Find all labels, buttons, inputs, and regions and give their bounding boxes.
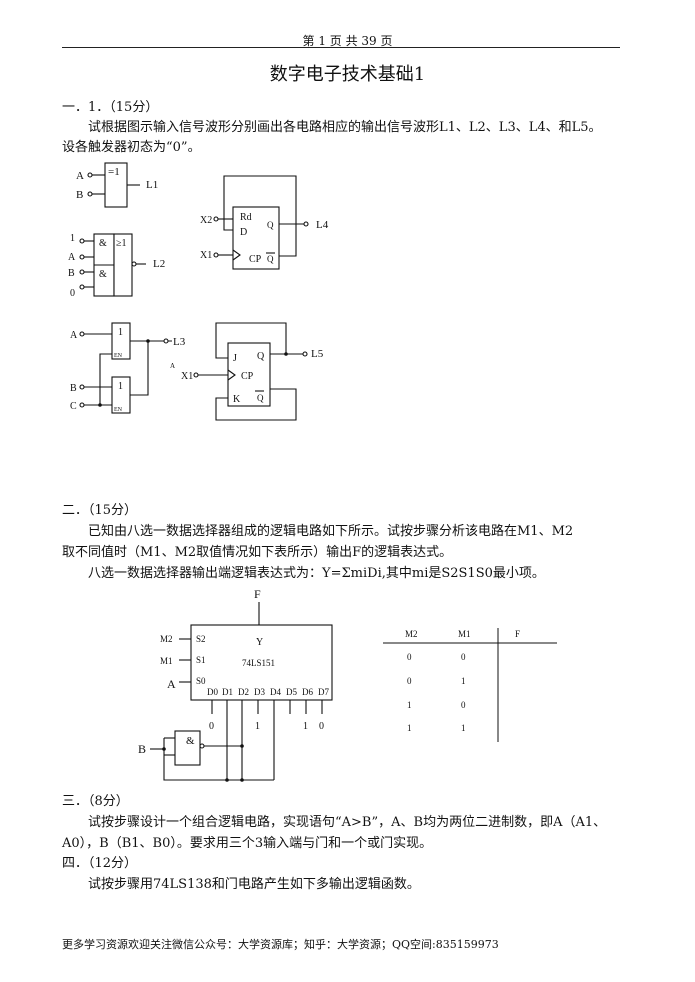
mux-circuit: F Y 74LS151 S2 S1 S0 M2 M1 A D0 D1 D2 D3… xyxy=(138,587,333,782)
svg-text:1: 1 xyxy=(118,327,123,338)
table-header-m2: M2 xyxy=(405,629,418,639)
table-header-m1: M1 xyxy=(458,629,471,639)
svg-text:&: & xyxy=(186,735,195,747)
chip-74ls151 xyxy=(190,624,333,701)
svg-text:J: J xyxy=(233,353,237,364)
q4-heading: 四．（12分） xyxy=(62,856,138,871)
circuit-l3: 1 1 EN EN A B C L3 xyxy=(70,322,186,414)
mux-output-f: F xyxy=(254,587,261,601)
svg-text:0: 0 xyxy=(209,721,214,732)
svg-text:D7: D7 xyxy=(318,687,329,697)
q1-text-line2: 设各触发器初态为“0”。 xyxy=(62,140,201,155)
q2-heading: 二．（15分） xyxy=(62,503,138,518)
q2-text-line1: 已知由八选一数据选择器组成的逻辑电路如下所示。试按步骤分析该电路在M1、M2 xyxy=(88,524,574,539)
svg-text:D6: D6 xyxy=(302,687,313,697)
svg-text:S1: S1 xyxy=(196,655,206,665)
svg-text:EN: EN xyxy=(114,353,123,359)
page-title: 数字电子技术基础1 xyxy=(269,64,426,85)
circuit-l2: & & ≥1 1 A B 0 L2 xyxy=(68,233,165,299)
table-cell: 0 xyxy=(461,652,466,662)
svg-text:1: 1 xyxy=(303,721,308,732)
circuit-l1: =1 A B L1 xyxy=(76,162,158,208)
q1-text-line1: 试根据图示输入信号波形分别画出各电路相应的输出信号波形L1、L2、L3、L4、和… xyxy=(88,120,602,135)
svg-text:D3: D3 xyxy=(254,687,265,697)
svg-text:CP: CP xyxy=(249,254,262,265)
svg-text:D1: D1 xyxy=(222,687,233,697)
svg-text:1: 1 xyxy=(118,381,123,392)
table-cell: 1 xyxy=(407,723,412,733)
c1-input-b: B xyxy=(76,189,83,201)
q1-heading: 一．1．（15分） xyxy=(62,100,159,115)
svg-text:Y: Y xyxy=(256,637,263,648)
svg-text:1: 1 xyxy=(255,721,260,732)
table-cell: 1 xyxy=(407,700,412,710)
q4-text-line1: 试按步骤用74LS138和门电路产生如下多输出逻辑函数。 xyxy=(88,877,420,892)
c5-label-a: A xyxy=(170,362,175,370)
page-footer: 更多学习资源欢迎关注微信公众号：大学资源库；知乎：大学资源；QQ空间:83515… xyxy=(62,938,499,951)
table-cell: 0 xyxy=(407,676,412,686)
svg-text:≥1: ≥1 xyxy=(116,238,127,249)
svg-text:D4: D4 xyxy=(270,687,281,697)
svg-text:Q: Q xyxy=(267,220,274,230)
header-rule xyxy=(62,47,620,48)
page-header: 第 1 页 共 39 页 xyxy=(302,34,393,48)
circuit-l4: Rd D CP Q Q X2 X1 L4 xyxy=(200,175,329,270)
svg-text:K: K xyxy=(233,394,241,405)
svg-text:&: & xyxy=(99,238,107,249)
table-header-f: F xyxy=(515,629,520,639)
c2-output: L2 xyxy=(153,258,165,270)
q2-text-line3: 八选一数据选择器输出端逻辑表达式为：Y=ΣmiDi,其中mi是S2S1S0最小项… xyxy=(88,566,545,581)
svg-text:Q: Q xyxy=(257,393,264,403)
input-a: A xyxy=(167,677,176,691)
svg-text:S0: S0 xyxy=(196,676,206,686)
c2-input-0: 0 xyxy=(70,288,75,299)
c4-output: L4 xyxy=(316,219,329,231)
table-cell: 1 xyxy=(461,676,466,686)
c5-input-x1: X1 xyxy=(181,371,193,382)
input-m1: M1 xyxy=(160,656,173,666)
c3-input-b: B xyxy=(70,383,77,394)
c2-input-1: 1 xyxy=(70,233,75,244)
svg-text:CP: CP xyxy=(241,371,254,382)
c2-input-b: B xyxy=(68,268,75,279)
c3-input-c: C xyxy=(70,401,77,412)
svg-text:S2: S2 xyxy=(196,634,206,644)
nand-gate xyxy=(174,730,201,766)
q3-text-line2: A0），B（B1、B0）。要求用三个3输入端与门和一个或门实现。 xyxy=(62,836,433,851)
svg-text:D5: D5 xyxy=(286,687,297,697)
xor-gate-label: =1 xyxy=(108,166,120,178)
c1-input-a: A xyxy=(76,170,84,182)
c4-input-x1: X1 xyxy=(200,250,212,261)
q3-text-line1: 试按步骤设计一个组合逻辑电路，实现语句“A>B”，A、B均为两位二进制数，即A（… xyxy=(88,815,607,830)
chip-name: 74LS151 xyxy=(242,658,275,668)
svg-text:Q: Q xyxy=(257,351,265,362)
input-b: B xyxy=(138,742,146,756)
circuit-l5: J CP K Q Q A X1 L5 xyxy=(170,322,324,421)
table-cell: 0 xyxy=(407,652,412,662)
svg-text:D: D xyxy=(240,227,247,238)
q2-text-line2: 取不同值时（M1、M2取值情况如下表所示）输出F的逻辑表达式。 xyxy=(62,545,453,560)
svg-text:&: & xyxy=(99,269,107,280)
c2-input-a: A xyxy=(68,252,76,263)
c3-output: L3 xyxy=(173,336,186,348)
input-m2: M2 xyxy=(160,634,173,644)
truth-table: M2 M1 F 0 0 0 1 1 0 1 1 xyxy=(383,628,557,742)
svg-text:Rd: Rd xyxy=(240,212,252,223)
svg-text:Q: Q xyxy=(267,254,274,264)
c3-input-a: A xyxy=(70,330,78,341)
svg-text:D2: D2 xyxy=(238,687,249,697)
svg-text:0: 0 xyxy=(319,721,324,732)
d-flipflop xyxy=(232,206,280,270)
c5-output: L5 xyxy=(311,348,324,360)
table-cell: 1 xyxy=(461,723,466,733)
svg-text:D0: D0 xyxy=(207,687,218,697)
c1-output: L1 xyxy=(146,179,158,191)
q3-heading: 三．（8分） xyxy=(62,794,129,809)
table-cell: 0 xyxy=(461,700,466,710)
c4-input-x2: X2 xyxy=(200,215,212,226)
svg-text:EN: EN xyxy=(114,407,123,413)
